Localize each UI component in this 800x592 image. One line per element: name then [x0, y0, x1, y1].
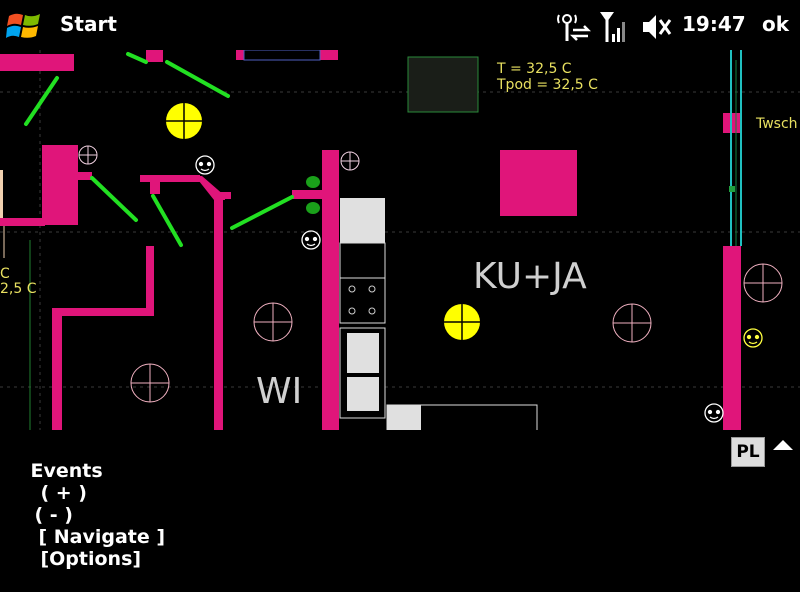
room-label-kitchen: KU+JA: [473, 256, 587, 297]
navigate-menu[interactable]: [ Navigate ]: [38, 526, 166, 548]
zoom-in-button[interactable]: ( + ): [40, 482, 87, 504]
clock[interactable]: 19:47: [682, 12, 746, 36]
door-handle: [306, 202, 320, 214]
volume-muted-icon[interactable]: [640, 10, 672, 44]
door-handle: [306, 176, 320, 188]
doors: [24, 52, 294, 247]
temp-readout-t: T = 32,5 C: [496, 61, 572, 77]
language-indicator[interactable]: PL: [731, 437, 765, 467]
options-menu[interactable]: [Options]: [40, 548, 142, 570]
temp-readout-tpod: Tpod = 32,5 C: [496, 77, 598, 93]
twsch-label: Twsch: [755, 116, 798, 132]
socket-icons[interactable]: [195, 155, 763, 423]
left-edge-element: [0, 170, 3, 218]
windows-logo-icon[interactable]: [6, 8, 44, 42]
lamp-icons[interactable]: [166, 103, 480, 340]
floor-plan[interactable]: T = 32,5 C Tpod = 32,5 C C 2,5 C Twsch K…: [0, 50, 800, 430]
sensor-box[interactable]: [407, 56, 479, 113]
events-menu[interactable]: Events: [30, 460, 103, 482]
signal-icon[interactable]: [598, 10, 630, 44]
light-fixture-icons[interactable]: [78, 145, 783, 403]
zoom-out-button[interactable]: ( - ): [34, 504, 73, 526]
arrow-up-icon[interactable]: [773, 440, 793, 450]
ok-button[interactable]: ok: [762, 12, 790, 36]
title-bar: Start 19:47 ok: [0, 0, 800, 50]
right-wall-lines: [729, 50, 742, 246]
connectivity-icon[interactable]: [555, 10, 591, 44]
left-temp-partial: C: [0, 266, 10, 282]
window-outline: [243, 50, 321, 61]
start-label[interactable]: Start: [60, 12, 117, 36]
room-label-wi: WI: [256, 371, 302, 412]
left-temp-partial: 2,5 C: [0, 281, 37, 297]
menu-bar: Events ( + ) ( - ) [ Navigate ] [Options…: [0, 430, 800, 570]
walls: [0, 50, 741, 430]
kitchen-appliances[interactable]: [339, 198, 538, 430]
grid-lines: [0, 50, 800, 430]
